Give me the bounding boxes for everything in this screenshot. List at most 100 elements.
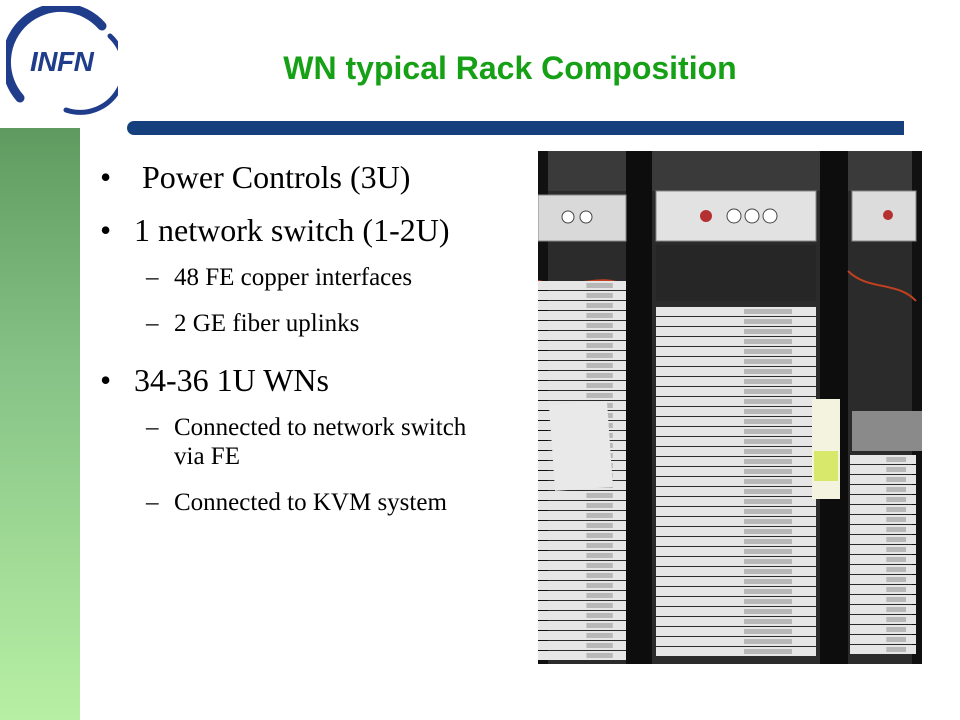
server-unit-panel [744, 639, 792, 644]
bullet-list: • Power Controls (3U) • 1 network switch… [100, 157, 520, 534]
server-unit [656, 407, 816, 416]
server-unit-panel [586, 603, 613, 608]
sub-bullet-item: – Connected to network switch via FE [100, 413, 494, 471]
server-unit [656, 347, 816, 356]
server-unit-panel [744, 359, 792, 364]
server-unit [656, 487, 816, 496]
server-unit-panel [744, 429, 792, 434]
server-unit-panel [744, 319, 792, 324]
server-unit [538, 331, 626, 340]
server-unit [538, 321, 626, 330]
server-unit-panel [886, 497, 907, 502]
sub-bullet-text: Connected to KVM system [174, 489, 447, 516]
server-unit [538, 281, 626, 290]
logo-text: INFN [30, 46, 94, 77]
server-unit [850, 515, 916, 524]
server-unit [656, 337, 816, 346]
server-unit-panel [744, 519, 792, 524]
server-unit [656, 517, 816, 526]
sub-bullet-text: 2 GE fiber uplinks [174, 310, 360, 337]
server-unit-panel [886, 487, 907, 492]
sub-bullet-item: – Connected to KVM system [100, 488, 494, 517]
server-unit-panel [886, 537, 907, 542]
server-unit-panel [886, 567, 907, 572]
server-unit [850, 565, 916, 574]
server-unit-panel [744, 579, 792, 584]
server-unit [850, 505, 916, 514]
server-unit [656, 497, 816, 506]
sub-bullet-marker: – [146, 414, 159, 441]
server-unit-panel [744, 459, 792, 464]
server-unit [850, 645, 916, 654]
server-unit-panel [586, 633, 613, 638]
server-unit-panel [586, 613, 613, 618]
server-unit [538, 551, 626, 560]
server-unit-panel [744, 379, 792, 384]
server-unit-panel [886, 457, 907, 462]
server-unit-panel [744, 479, 792, 484]
server-unit-panel [586, 373, 613, 378]
server-unit-panel [586, 313, 613, 318]
server-unit-panel [586, 353, 613, 358]
bullet-item: • 1 network switch (1-2U) [100, 210, 520, 250]
server-unit-panel [586, 553, 613, 558]
server-unit [850, 475, 916, 484]
server-unit [656, 527, 816, 536]
server-unit-panel [586, 363, 613, 368]
server-unit [656, 457, 816, 466]
server-unit [538, 581, 626, 590]
server-unit-panel [744, 609, 792, 614]
server-unit-panel [586, 533, 613, 538]
bullet-text: Power Controls (3U) [142, 159, 411, 195]
server-unit [656, 307, 816, 316]
server-unit [850, 535, 916, 544]
server-unit [538, 601, 626, 610]
server-unit [850, 635, 916, 644]
server-unit [538, 341, 626, 350]
server-unit-panel [886, 467, 907, 472]
server-unit-panel [744, 329, 792, 334]
server-unit-panel [744, 509, 792, 514]
server-rack-photo [538, 151, 922, 664]
server-unit [656, 417, 816, 426]
server-unit-panel [886, 477, 907, 482]
server-unit-panel [586, 303, 613, 308]
server-unit [850, 585, 916, 594]
server-unit-panel [586, 383, 613, 388]
server-unit [538, 621, 626, 630]
server-unit [656, 317, 816, 326]
server-unit-panel [744, 489, 792, 494]
server-unit-panel [744, 349, 792, 354]
server-unit [538, 291, 626, 300]
server-unit [538, 561, 626, 570]
bullet-item: • 34-36 1U WNs [100, 360, 520, 400]
server-rack-illustration [538, 151, 922, 664]
server-unit-panel [744, 619, 792, 624]
server-unit [656, 507, 816, 516]
server-unit [850, 485, 916, 494]
server-unit [538, 491, 626, 500]
server-unit [538, 301, 626, 310]
server-unit [656, 477, 816, 486]
server-unit-panel [886, 547, 907, 552]
server-unit-panel [586, 623, 613, 628]
server-unit [656, 547, 816, 556]
server-unit-panel [886, 577, 907, 582]
server-unit [538, 511, 626, 520]
server-unit [538, 371, 626, 380]
server-unit [538, 641, 626, 650]
server-unit-panel [886, 637, 907, 642]
server-unit-panel [886, 647, 907, 652]
server-unit [538, 351, 626, 360]
server-unit-panel [886, 617, 907, 622]
server-unit-panel [586, 543, 613, 548]
bullet-text: 34-36 1U WNs [134, 362, 329, 398]
bullet-marker: • [100, 159, 112, 195]
server-unit-panel [744, 589, 792, 594]
server-unit-panel [586, 583, 613, 588]
server-unit [850, 455, 916, 464]
server-unit [538, 381, 626, 390]
server-unit-panel [586, 593, 613, 598]
server-unit [656, 567, 816, 576]
server-unit-panel [586, 523, 613, 528]
